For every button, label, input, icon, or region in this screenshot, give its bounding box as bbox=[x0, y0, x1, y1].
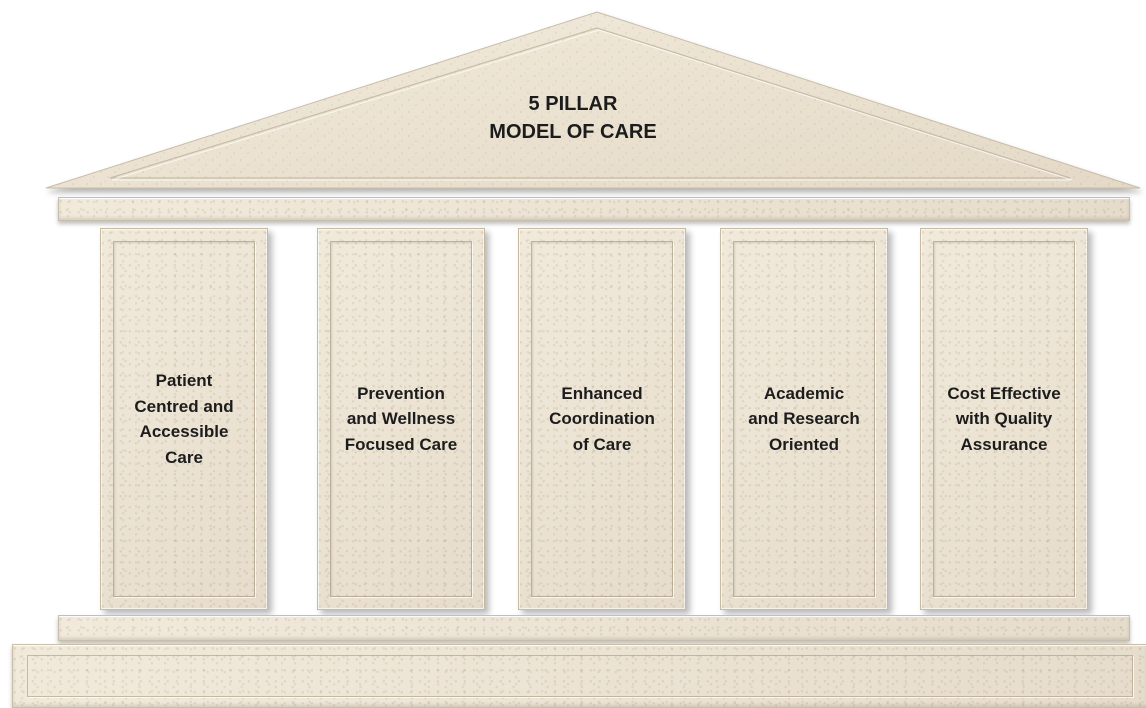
floor-beam bbox=[58, 615, 1130, 641]
pillar-academic-research: Academic and Research Oriented bbox=[720, 228, 888, 610]
pillar-label: Cost Effective with Quality Assurance bbox=[947, 383, 1061, 454]
diagram-title: 5 PILLAR MODEL OF CARE bbox=[489, 93, 657, 143]
pillar-patient-centred: Patient Centred and Accessible Care bbox=[100, 228, 268, 610]
pediment-roof bbox=[45, 11, 1141, 189]
pillar-label: Prevention and Wellness Focused Care bbox=[344, 383, 458, 454]
pillar-prevention-wellness: Prevention and Wellness Focused Care bbox=[317, 228, 485, 610]
pillar-panel bbox=[113, 241, 255, 597]
pillar-panel bbox=[531, 241, 673, 597]
pillar-panel bbox=[933, 241, 1075, 597]
foundation-block bbox=[12, 644, 1146, 708]
top-beam bbox=[58, 197, 1130, 221]
pillar-panel bbox=[733, 241, 875, 597]
pillar-enhanced-coordination: Enhanced Coordination of Care bbox=[518, 228, 686, 610]
pillar-label: Patient Centred and Accessible Care bbox=[134, 371, 234, 467]
pillar-panel bbox=[330, 241, 472, 597]
pillar-label: Academic and Research Oriented bbox=[748, 383, 860, 454]
pillar-cost-effective: Cost Effective with Quality Assurance bbox=[920, 228, 1088, 610]
pillar-label: Enhanced Coordination of Care bbox=[549, 383, 655, 454]
